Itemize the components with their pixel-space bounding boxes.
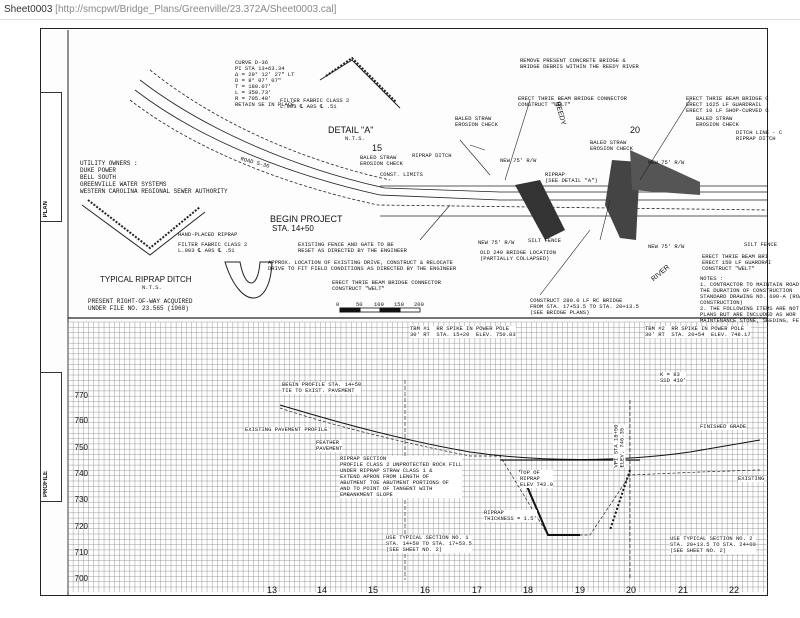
new-row-top: NEW 75' R/W xyxy=(500,157,537,164)
riprap-section-note: RIPRAP SECTION PROFILE CLASS 2 UNPROTECT… xyxy=(340,455,463,498)
station-14: 14 xyxy=(317,585,328,595)
utility-owners: UTILITY OWNERS : DUKE POWER BELL SOUTH G… xyxy=(80,160,228,195)
old-bridge-note: OLD 240 BRIDGE LOCATION (PARTIALLY COLLA… xyxy=(480,249,556,262)
station-20-label: 20 xyxy=(630,125,641,135)
typical-section-left: USE TYPICAL SECTION NO. 1 STA. 14+50 TO … xyxy=(386,534,472,553)
old-bridge-remnant xyxy=(515,180,565,240)
elev-740: 740 xyxy=(74,469,88,478)
leader-lines xyxy=(419,99,691,296)
profile-lines xyxy=(279,380,761,580)
station-21: 21 xyxy=(678,585,689,595)
scale-200: 200 xyxy=(414,301,424,308)
scale-0: 0 xyxy=(336,301,340,308)
ditch-filter-note: FILTER FABRIC CLASS 2 L.003 ℄ A0S ℄ .51 xyxy=(178,241,248,254)
bridge-debris-hatch xyxy=(605,160,640,240)
existing-profile-label: EXISTING PAVEMENT PROFILE xyxy=(245,426,328,433)
detail-a-filter-note: FILTER FABRIC CLASS 2 L.003 ℄ A0S ℄ .51 xyxy=(280,97,350,110)
baled-straw-right: BALED STRAW EROSION CHECK xyxy=(696,115,739,128)
begin-project: BEGIN PROJECT xyxy=(270,214,343,224)
top-riprap-note: TOP OF RIPRAP ELEV 742.0 xyxy=(520,469,554,488)
profile-side-box: PROFILE xyxy=(40,372,62,502)
window-title: Sheet0003 xyxy=(4,4,53,15)
elev-730: 730 xyxy=(74,495,88,504)
erect-right-note: ERECT THRIE BEAM BRIDGE C ERECT 1625 LF … xyxy=(686,95,769,114)
riprap-detail-label: RIPRAP (SEE DETAIL "A") xyxy=(545,171,598,184)
station-16: 16 xyxy=(420,585,431,595)
existing-label: EXISTING xyxy=(738,475,765,482)
erect-connector-bottom-note: ERECT THRIE BEAM BRIDGE CONNECTOR CONSTR… xyxy=(332,279,441,292)
k-value-note: K = 83 SSD 410' xyxy=(660,371,687,384)
existing-fence-note: EXISTING FENCE AND GATE TO BE RESET AS D… xyxy=(298,241,407,254)
riprap-left-slope xyxy=(519,469,580,536)
scale-bar xyxy=(339,307,421,313)
riprap-right-slope xyxy=(609,469,631,531)
station-13: 13 xyxy=(267,585,278,595)
row-note: PRESENT RIGHT-OF-WAY ACQUIRED UNDER FILE… xyxy=(88,298,193,312)
ditch-hand-placed-note: HAND-PLACED RIPRAP xyxy=(178,231,238,238)
baled-straw-left: BALED STRAW EROSION CHECK xyxy=(455,115,498,128)
riprap-thickness-note: RIPRAP THICKNESS = 1.5' xyxy=(484,509,537,522)
riprap-ditch-label: RIPRAP DITCH xyxy=(412,152,452,159)
station-19: 19 xyxy=(575,585,586,595)
new-row-bottom-right: NEW 75' R/W xyxy=(648,243,685,250)
scale-50: 50 xyxy=(356,301,363,308)
baled-straw-detail: BALED STRAW EROSION CHECK xyxy=(360,154,403,167)
remove-bridge-note: REMOVE PRESENT CONCRETE BRIDGE & BRIDGE … xyxy=(520,57,639,70)
feather-label: FEATHER PAVEMENT xyxy=(316,439,343,452)
elev-760: 760 xyxy=(74,416,88,425)
elev-750: 750 xyxy=(74,443,88,452)
elev-710: 710 xyxy=(74,548,88,557)
ditch-line-note: DITCH LINE - C RIPRAP DITCH xyxy=(736,129,783,142)
baled-straw-mid: BALED STRAW EROSION CHECK xyxy=(590,139,633,152)
elev-700: 700 xyxy=(74,574,88,583)
erect-right-bottom-note: ERECT THRIE BEAM BRI ERECT 150 LF GUARDR… xyxy=(702,253,772,272)
scale-150: 150 xyxy=(394,301,404,308)
road-alignment xyxy=(129,69,769,217)
new-row-top-right: NEW 75' R/W xyxy=(648,159,685,166)
construct-bridge-note: CONSTRUCT 280.0 LF RC BRIDGE FROM STA. 1… xyxy=(530,297,639,316)
detail-a-section xyxy=(319,56,401,109)
curve-data: CURVE D-36 PI STA 13+63.34 Δ = 29° 12' 2… xyxy=(235,59,295,108)
window-path: [http://smcpwt/Bridge_Plans/Greenville/2… xyxy=(55,4,337,15)
station-15-label: 15 xyxy=(372,143,383,153)
vpi-note: VPI STA 18+50 ELEV. 746.35 xyxy=(612,424,626,468)
new-row-bottom: NEW 75' R/W xyxy=(478,239,515,246)
detail-a-title: DETAIL "A" xyxy=(328,125,374,135)
approx-drive-note: APPROX. LOCATION OF EXISTING DRIVE, CONS… xyxy=(268,259,457,272)
ditch-nts: N.T.S. xyxy=(142,284,162,291)
station-17: 17 xyxy=(472,585,483,595)
station-15: 15 xyxy=(368,585,379,595)
ditch-title: TYPICAL RIPRAP DITCH xyxy=(100,275,192,284)
riprap-ditch-u-shape xyxy=(224,261,273,299)
const-limits-label: CONST. LIMITS xyxy=(380,171,423,178)
tbm-right: TBM #2 RR SPIKE IN POWER POLE 30' RT STA… xyxy=(645,325,751,338)
silt-fence-label: SILT FENCE xyxy=(528,237,562,244)
plan-notes: NOTES : 1. CONTRACTOR TO MAINTAIN ROAD C… xyxy=(700,275,800,324)
elev-770: 770 xyxy=(74,391,88,400)
scale-100: 100 xyxy=(374,301,384,308)
tbm-left: TBM #1 RR SPIKE IN POWER POLE 30' RT STA… xyxy=(410,325,516,338)
bridge-span-hatch xyxy=(630,150,700,195)
finished-grade-line xyxy=(279,404,761,460)
erect-connector-top-note: ERECT THRIE BEAM BRIDGE CONNECTOR CONSTR… xyxy=(518,95,627,108)
silt-fence-right: SILT FENCE xyxy=(744,241,778,248)
detail-a-nts: N.T.S. xyxy=(345,135,365,142)
begin-station: STA. 14+50 xyxy=(272,224,314,233)
station-20: 20 xyxy=(626,585,637,595)
begin-profile-note: BEGIN PROFILE STA. 14+50 TIE TO EXIST. P… xyxy=(282,381,362,394)
elev-720: 720 xyxy=(74,522,88,531)
plan-side-box: PLAN xyxy=(40,92,62,222)
window-title-bar: Sheet0003 [http://smcpwt/Bridge_Plans/Gr… xyxy=(0,0,800,20)
station-18: 18 xyxy=(523,585,534,595)
finished-grade-label: FINISHED GRADE xyxy=(700,423,747,430)
typical-section-right: USE TYPICAL SECTION NO. 2 STA. 20+13.5 T… xyxy=(670,535,756,554)
station-22: 22 xyxy=(729,585,740,595)
riprap-ditch-section xyxy=(81,199,206,256)
